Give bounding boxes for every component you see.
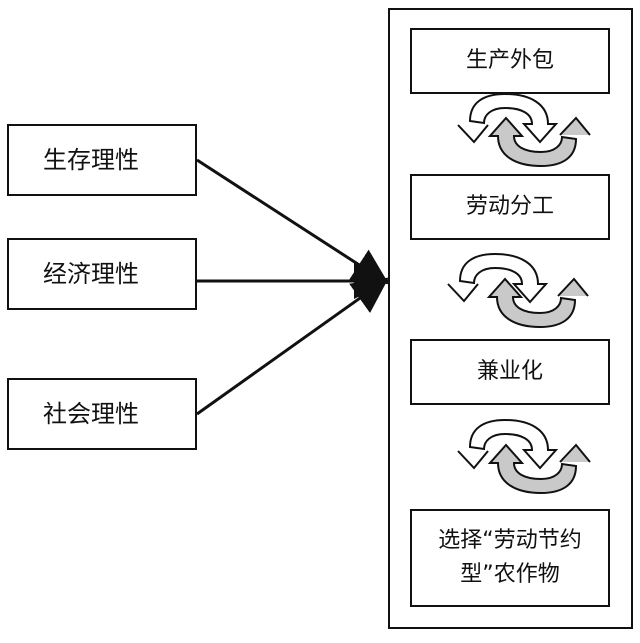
cycle-arrow-right bbox=[557, 277, 589, 297]
factor-label-survival: 生存理性 bbox=[43, 145, 139, 174]
cycle-arrow-right bbox=[559, 443, 591, 463]
stage-label-labor-saving-crops: 选择“劳动节约型”农作物 bbox=[438, 527, 582, 587]
factor-box-economic: 经济理性 bbox=[7, 238, 197, 310]
cycle-icon-1 bbox=[457, 92, 591, 168]
cycle-icon-3 bbox=[457, 418, 591, 495]
cycle-arc-top bbox=[458, 252, 549, 304]
stage-label-part-time: 兼业化 bbox=[476, 358, 543, 384]
arrow-survival-to-outcomes bbox=[196, 158, 390, 285]
factor-label-social: 社会理性 bbox=[43, 399, 139, 428]
stage-box-outsourcing: 生产外包 bbox=[410, 28, 610, 94]
cycle-arrow-right bbox=[559, 116, 591, 136]
stage-label-outsourcing: 生产外包 bbox=[465, 47, 554, 73]
cycle-arc-bottom bbox=[487, 116, 578, 168]
factor-label-economic: 经济理性 bbox=[43, 259, 139, 288]
arrow-social-to-outcomes bbox=[196, 277, 389, 416]
stage-box-labor-saving-crops: 选择“劳动节约型”农作物 bbox=[410, 509, 610, 607]
cycle-arrow-left bbox=[457, 124, 489, 144]
factor-box-survival: 生存理性 bbox=[7, 124, 197, 196]
stage-label-labor-division: 劳动分工 bbox=[465, 193, 554, 219]
cycle-arc-top bbox=[468, 92, 559, 144]
stage-box-part-time: 兼业化 bbox=[410, 339, 610, 405]
cycle-arrow-left bbox=[457, 450, 489, 470]
cycle-arc-bottom bbox=[486, 277, 577, 329]
cycle-arc-bottom bbox=[487, 443, 578, 495]
cycle-arc-top bbox=[468, 418, 559, 470]
stage-box-labor-division: 劳动分工 bbox=[410, 174, 610, 240]
cycle-icon-2 bbox=[447, 252, 589, 329]
factor-box-social: 社会理性 bbox=[7, 378, 197, 450]
cycle-arrow-left bbox=[447, 283, 479, 303]
